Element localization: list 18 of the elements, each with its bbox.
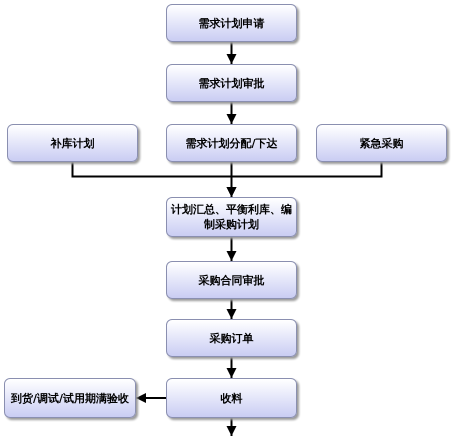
arrow [136, 393, 166, 403]
process-box: 采购订单 [166, 319, 297, 357]
process-box: 补库计划 [7, 124, 138, 162]
arrow [226, 162, 382, 197]
process-box: 需求计划审批 [166, 64, 297, 102]
arrow [226, 418, 236, 436]
arrow [226, 102, 236, 124]
process-box: 计划汇总、平衡利库、编制采购计划 [166, 197, 297, 237]
process-box: 收料 [166, 378, 297, 418]
arrow [226, 299, 236, 319]
process-box: 需求计划分配/下达 [166, 124, 297, 162]
process-box: 到货/调试/试用期满验收 [4, 378, 136, 418]
process-box: 紧急采购 [316, 124, 447, 162]
process-box: 采购合同审批 [166, 261, 297, 299]
arrow [226, 237, 236, 261]
process-box: 需求计划申请 [166, 4, 297, 42]
arrow [226, 357, 236, 378]
arrow [226, 42, 236, 64]
